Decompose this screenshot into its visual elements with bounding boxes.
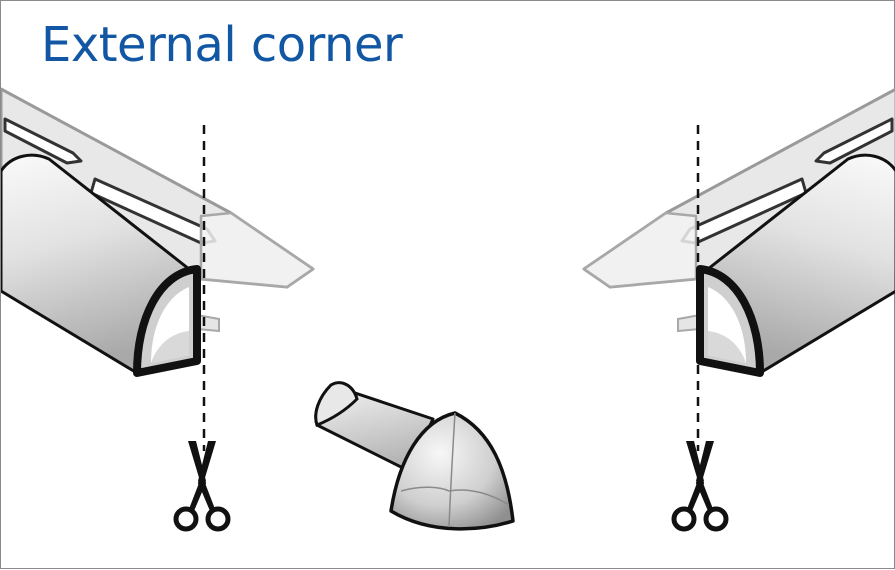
left-trim-profile — [1, 87, 315, 377]
left-flange-slot — [3, 117, 83, 165]
scissors-icon — [674, 441, 726, 529]
diagram-title: External corner — [41, 17, 403, 73]
left-flange-offcut — [199, 211, 315, 289]
corner-piece — [314, 381, 515, 531]
right-flange-offcut — [582, 211, 698, 289]
right-flange-slot — [814, 117, 894, 165]
right-trim-profile — [582, 87, 895, 377]
scissors-icon — [176, 441, 228, 529]
